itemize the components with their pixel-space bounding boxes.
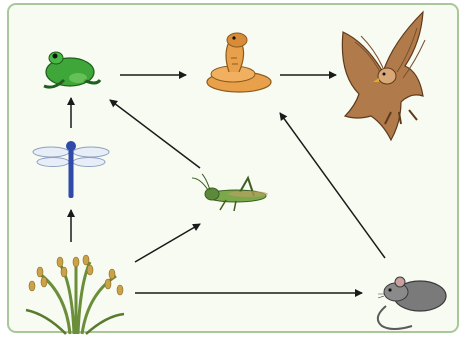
- food-web-diagram: [0, 0, 462, 337]
- food-web-canvas: [0, 0, 462, 337]
